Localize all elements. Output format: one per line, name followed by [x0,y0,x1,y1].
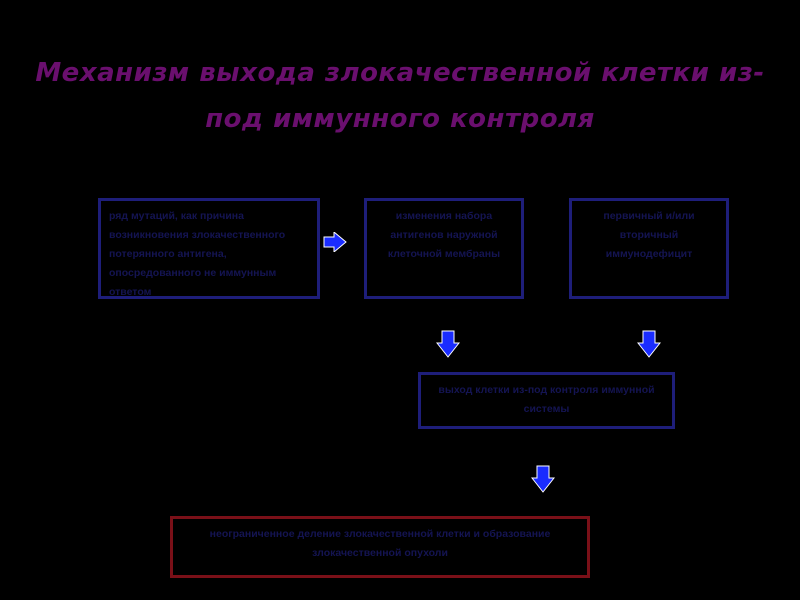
tumor-formation-box-text: неограниченное деление злокачественной к… [209,528,551,559]
title-line-1: Механизм выхода злокачественной клетки и… [35,58,765,88]
down-arrow-icon [531,465,555,493]
immunodeficiency-box-text: первичный и/или вторичный иммунодефицит [603,210,695,260]
immunodeficiency-box: первичный и/или вторичный иммунодефицит [569,198,729,299]
mutations-box-text: ряд мутаций, как причина возникновения з… [109,210,286,298]
right-arrow-icon [323,232,347,252]
down-arrow-icon [436,330,460,358]
tumor-formation-box: неограниченное деление злокачественной к… [170,516,590,578]
mutations-box: ряд мутаций, как причина возникновения з… [98,198,320,299]
title-line-2: под иммунного контроля [205,104,595,134]
down-arrow-icon [637,330,661,358]
antigen-change-box-text: изменения набора антигенов наружной клет… [387,210,501,260]
antigen-change-box: изменения набора антигенов наружной клет… [364,198,524,299]
immune-escape-box: выход клетки из-под контроля иммунной си… [418,372,675,429]
immune-escape-box-text: выход клетки из-под контроля иммунной си… [438,384,655,415]
